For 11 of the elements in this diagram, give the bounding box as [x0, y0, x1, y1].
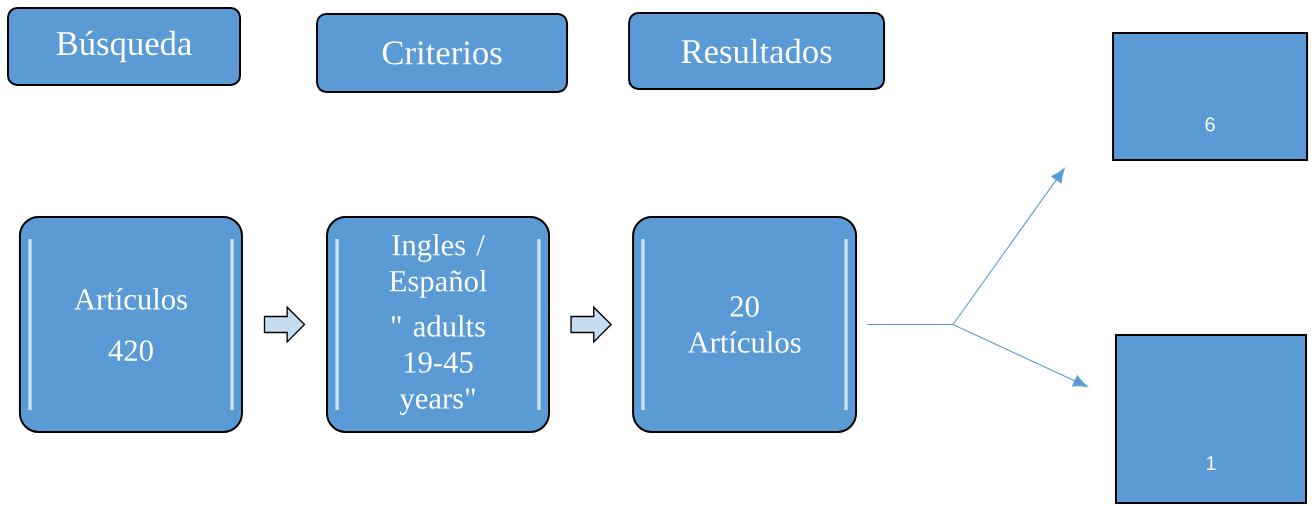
heading-box: Criterios	[316, 12, 569, 93]
result-box: 1	[1115, 334, 1307, 505]
block-arrow	[570, 305, 612, 344]
process-box: Artículos 420	[18, 216, 243, 433]
arrow	[866, 324, 1088, 388]
process-box: 20 Artículos	[632, 216, 858, 433]
result-box: 6	[1112, 32, 1309, 161]
heading-box: Resultados	[628, 12, 886, 91]
heading-box: Búsqueda	[7, 7, 241, 87]
block-arrow	[263, 305, 306, 344]
process-box: Ingles / Español " adults 19-45 years"	[326, 216, 551, 433]
